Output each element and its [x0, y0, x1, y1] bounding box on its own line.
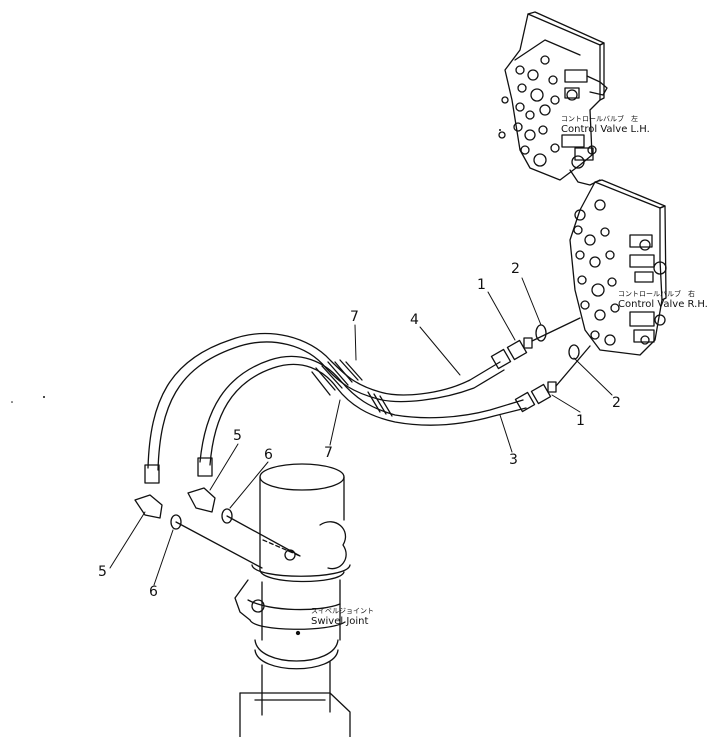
callout-6-left: 6 — [149, 584, 158, 600]
control-valve-rh-label-jp: コントロールバルブ 右 — [618, 290, 695, 298]
callout-2-top: 2 — [511, 261, 520, 277]
hoses — [147, 332, 527, 471]
callout-1-top: 1 — [477, 277, 486, 293]
o-rings — [170, 324, 580, 530]
callout-5-left: 5 — [98, 564, 107, 580]
swivel-joint-label-jp: スイベルジョイント — [311, 607, 374, 615]
connection-lines — [175, 317, 591, 569]
swivel-joint-label-en: Swivel Joint — [311, 616, 369, 627]
hose-end-fittings — [490, 337, 557, 413]
elbow-fittings — [134, 457, 216, 519]
swivel-joint — [234, 463, 351, 737]
callout-5-mid: 5 — [233, 428, 242, 444]
callout-7-top: 7 — [350, 309, 359, 325]
callout-6-mid: 6 — [264, 447, 273, 463]
callout-3: 3 — [509, 452, 518, 468]
control-valve-lh-label-jp: コントロールバルブ 左 — [561, 115, 638, 123]
control-valve-lh — [498, 11, 608, 186]
leader-lines — [109, 277, 613, 586]
control-valve-lh-label-en: Control Valve L.H. — [561, 124, 650, 135]
specks — [11, 129, 501, 403]
control-valve-rh — [569, 179, 667, 356]
control-valve-rh-label-en: Control Valve R.H. — [618, 299, 708, 310]
callout-4: 4 — [410, 312, 419, 328]
callout-2-right: 2 — [612, 395, 621, 411]
callout-1-right: 1 — [576, 413, 585, 429]
callout-7-bottom: 7 — [324, 445, 333, 461]
